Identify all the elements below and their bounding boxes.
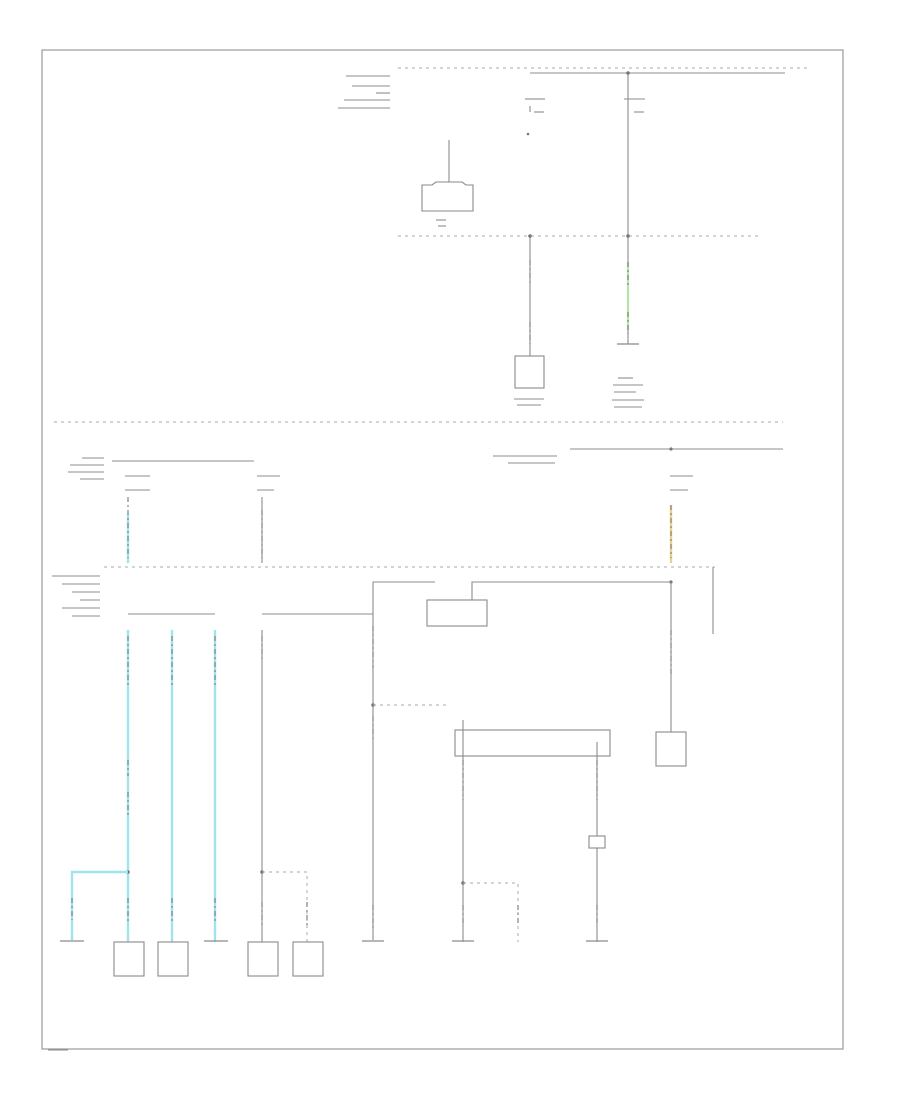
middle-comp-2: [292, 941, 324, 977]
relay-box: [426, 599, 488, 627]
fuse-e: [670, 475, 693, 491]
left-comp-1: [113, 941, 145, 977]
fuse-d: [257, 475, 280, 491]
upper-branch-right: [612, 234, 644, 408]
upper-branch-left: [514, 234, 545, 406]
diagram-frame: [41, 49, 844, 1050]
fuse-b: [624, 71, 645, 236]
center-right-group: [362, 580, 673, 942]
middle-comp-1: [247, 941, 279, 977]
junction-label: [52, 575, 100, 617]
middle-harness-group: [247, 613, 373, 977]
switch-small: [588, 835, 606, 849]
right-group: [655, 567, 714, 767]
horn-component: [421, 140, 474, 227]
left-harness-group: [60, 613, 228, 977]
upper-load-component: [514, 355, 545, 389]
fuse-a: [525, 98, 545, 136]
upper-right-label: [612, 377, 644, 408]
switch-box: [454, 729, 611, 757]
lower-section: [52, 447, 783, 977]
left-comp-2: [157, 941, 189, 977]
right-component: [655, 731, 687, 767]
left-feed-label: [68, 457, 104, 480]
upper-fuse-box-label: [338, 75, 390, 109]
upper-section: [338, 67, 808, 408]
right-feed-label: [493, 455, 557, 464]
fuse-c: [125, 475, 150, 491]
